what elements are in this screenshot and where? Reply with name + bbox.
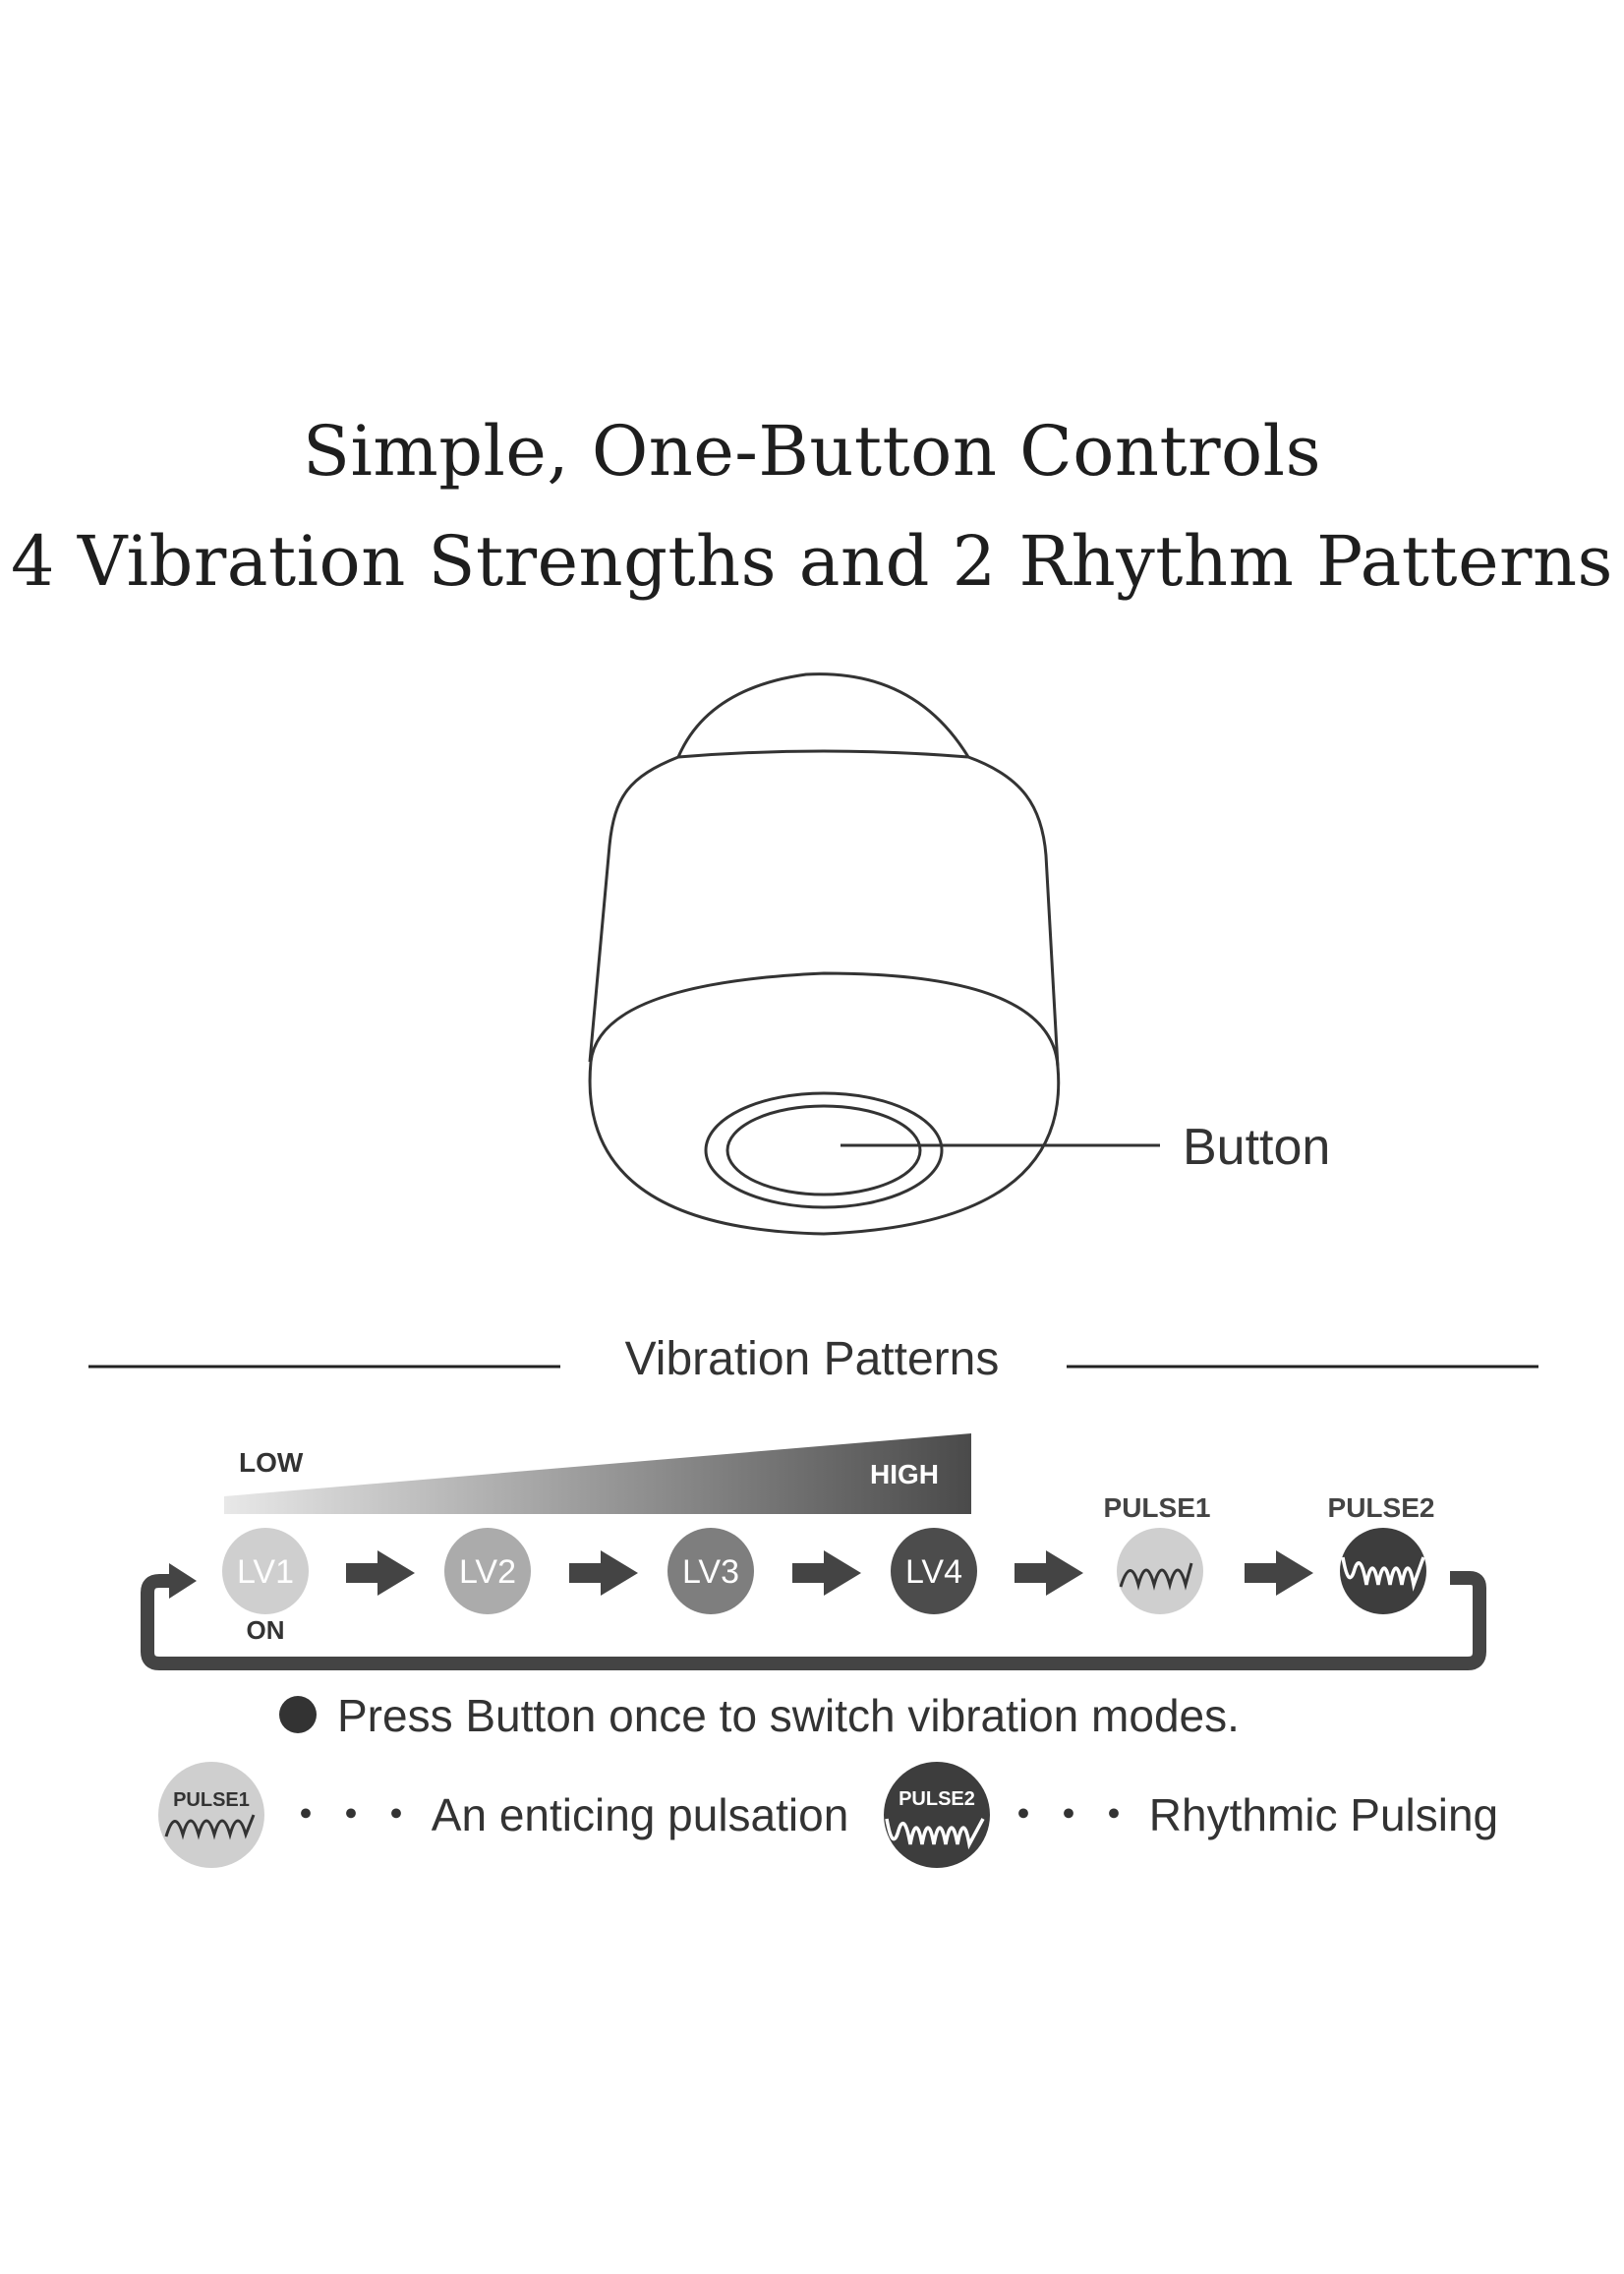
mode-label-lv2: LV2 [459,1553,516,1591]
on-label: ON [247,1615,285,1645]
device-illustration [588,672,1160,1236]
legend-pulse1-badge [158,1762,264,1868]
mode-4: LV4 [891,1528,977,1614]
mode-label-lv4: LV4 [905,1553,962,1591]
mode-label-lv1: LV1 [237,1553,294,1591]
mode-5 [1117,1528,1203,1614]
arrow-right-icon [346,1550,415,1596]
wave-pulse1-icon [1119,1562,1193,1591]
arrow-right-icon [1245,1550,1313,1596]
title-line-1: Simple, One-Button Controls [303,411,1321,492]
button-label: Button [1183,1119,1330,1176]
ramp-low-label: LOW [239,1447,304,1478]
arrow-right-icon [792,1550,861,1596]
pulse2-caption: PULSE2 [1328,1492,1435,1523]
title-line-2: 4 Vibration Strengths and 2 Rhythm Patte… [11,521,1613,602]
ramp-high-label: HIGH [870,1459,939,1489]
device-base [588,971,1061,1236]
device-top-dome [676,672,970,758]
legend-pulse2: PULSE2 ・・・ Rhythmic Pulsing [884,1762,1498,1868]
legend-pulse1-badge-label: PULSE1 [173,1789,250,1811]
legend-pulse2-badge [884,1762,990,1868]
mode-circle-lv1 [222,1528,309,1614]
wave-pulse1-icon [164,1814,256,1840]
button-outer-ring [704,1091,944,1209]
legend-pulse2-desc: ・・・ Rhythmic Pulsing [1001,1789,1498,1840]
legend-pulse1: PULSE1 ・・・ An enticing pulsation [158,1762,848,1868]
mode-label-lv3: LV3 [682,1553,739,1591]
legend-pulse1-desc: ・・・ An enticing pulsation [283,1789,848,1840]
arrow-right-icon [569,1550,638,1596]
device-body-outline [588,755,1060,1068]
mode-circle-lv3 [667,1528,754,1614]
device-top-edge [677,749,969,759]
bullet-icon [279,1696,317,1733]
pulse1-caption: PULSE1 [1104,1492,1211,1523]
wave-pulse2-icon [885,1818,985,1850]
intensity-ramp [224,1433,971,1514]
mode-circle-lv2 [444,1528,531,1614]
mode-6 [1340,1528,1426,1614]
loop-back-path [141,1571,1486,1670]
mode-2: LV2 [444,1528,531,1614]
mode-3: LV3 [667,1528,754,1614]
patterns-heading: Vibration Patterns [625,1333,1000,1385]
wave-pulse2-icon [1341,1556,1425,1592]
loop-back-arrowhead [169,1563,197,1599]
mode-circle-lv4 [891,1528,977,1614]
legend-pulse2-badge-label: PULSE2 [899,1788,975,1810]
instruction-text: Press Button once to switch vibration mo… [337,1690,1240,1741]
mode-1: LV1 [222,1528,309,1614]
device-button[interactable] [725,1104,922,1196]
arrow-right-icon [1015,1550,1083,1596]
